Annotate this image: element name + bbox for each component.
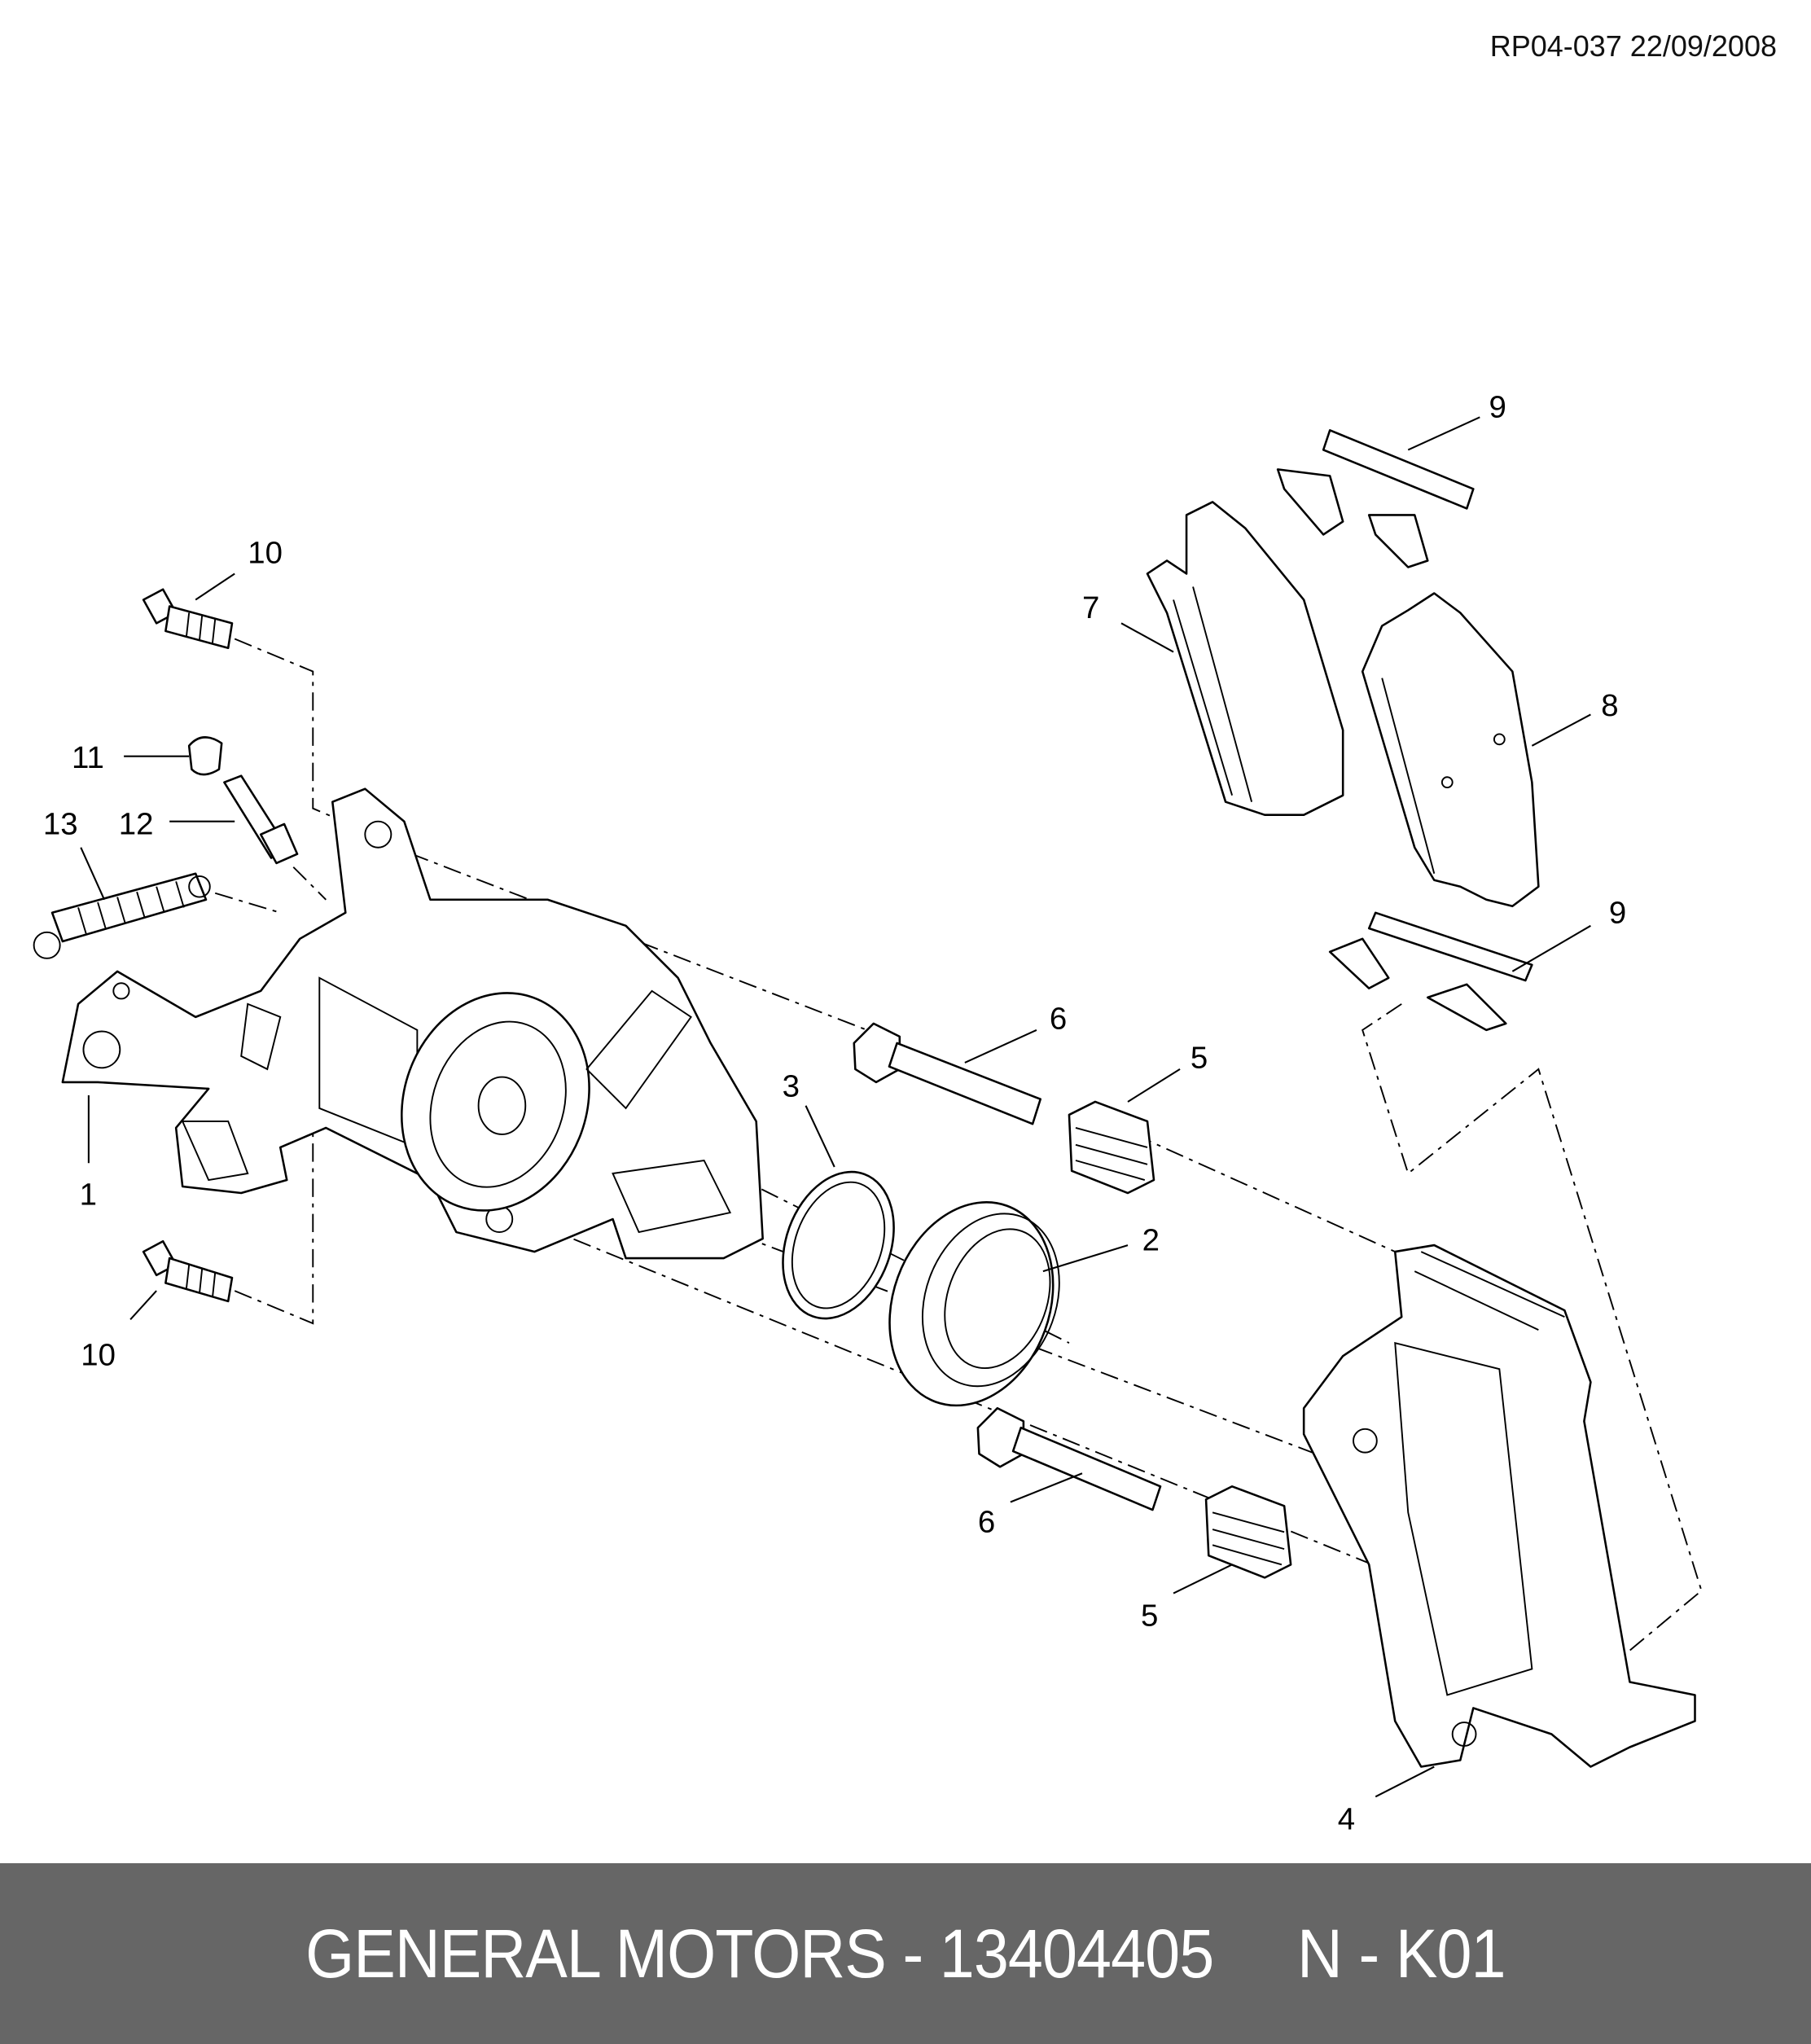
leader-lines <box>80 416 1591 1798</box>
caliper-housing-part-1 <box>61 787 764 1260</box>
exploded-brake-caliper-diagram: 10 11 13 12 1 10 3 6 5 2 6 5 4 7 8 9 9 <box>33 389 1703 1836</box>
bleeder-screw-part-12 <box>223 774 299 865</box>
callout-6-top: 6 <box>1050 1001 1067 1036</box>
callout-7: 7 <box>1082 590 1099 625</box>
callout-10-top: 10 <box>248 536 283 571</box>
callout-5-top: 5 <box>1191 1040 1208 1075</box>
bolt-part-10-bottom <box>142 1239 234 1303</box>
footer-banner: GENERAL MOTORS - 13404405 N - K01 <box>0 1863 1811 2044</box>
callout-11: 11 <box>72 740 104 775</box>
bushing-part-5-bottom <box>1204 1485 1292 1579</box>
bolt-part-10-top <box>142 588 234 650</box>
callout-4: 4 <box>1338 1801 1355 1836</box>
anchor-bracket-part-4 <box>1302 1244 1696 1768</box>
guide-pin-part-6-bottom <box>976 1406 1162 1511</box>
bushing-part-5-top <box>1068 1100 1155 1195</box>
piston-seal-part-3 <box>782 1170 895 1320</box>
document-id: RP04-037 22/09/2008 <box>1489 29 1777 63</box>
callout-13: 13 <box>43 807 78 842</box>
brake-pad-inner-part-7 <box>1146 501 1344 816</box>
pad-clip-part-9-bottom <box>1328 911 1533 1032</box>
part-number-caption: GENERAL MOTORS - 13404405 N - K01 <box>305 1915 1506 1992</box>
callout-2: 2 <box>1142 1222 1160 1257</box>
guide-pin-part-6-top <box>853 1022 1042 1125</box>
spring-part-13 <box>33 872 211 959</box>
brake-pad-outer-part-8 <box>1361 592 1540 908</box>
callout-9-top: 9 <box>1489 389 1506 424</box>
callout-1: 1 <box>80 1177 97 1212</box>
callout-8: 8 <box>1601 688 1618 723</box>
callout-10-bottom: 10 <box>81 1337 116 1372</box>
callout-12: 12 <box>119 807 154 842</box>
callout-9-bottom: 9 <box>1609 896 1626 931</box>
callout-6-bottom: 6 <box>978 1504 995 1539</box>
callout-5-bottom: 5 <box>1141 1599 1158 1634</box>
bleeder-cap-part-11 <box>187 736 223 776</box>
callout-3: 3 <box>783 1069 800 1104</box>
piston-boot-part-2 <box>888 1201 1060 1407</box>
pad-clip-part-9-top <box>1276 429 1475 568</box>
